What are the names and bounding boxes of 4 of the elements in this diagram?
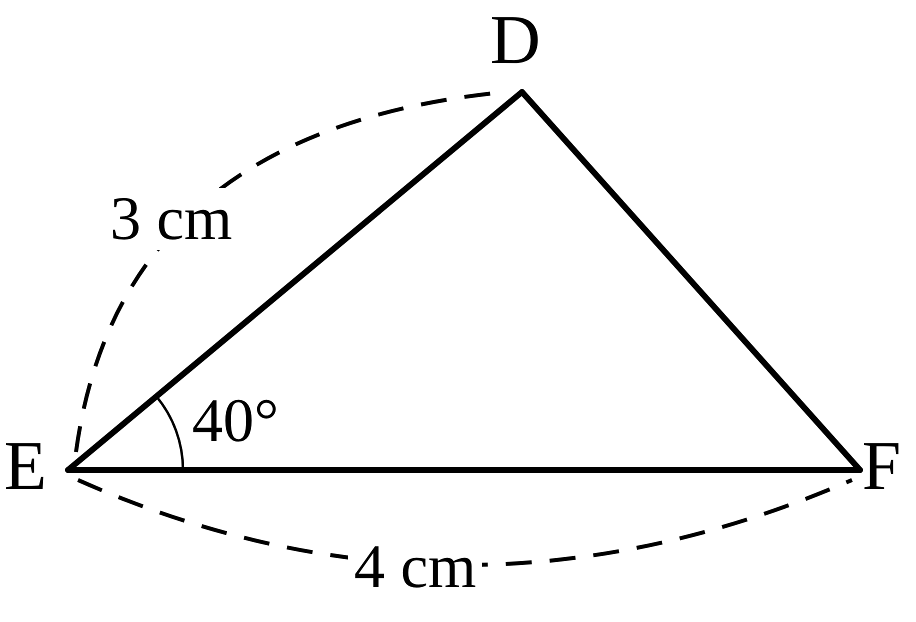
vertex-label: D [490,6,541,76]
triangle-side [519,89,863,473]
vertex-label: E [4,432,47,502]
vertex-label: F [862,432,901,502]
